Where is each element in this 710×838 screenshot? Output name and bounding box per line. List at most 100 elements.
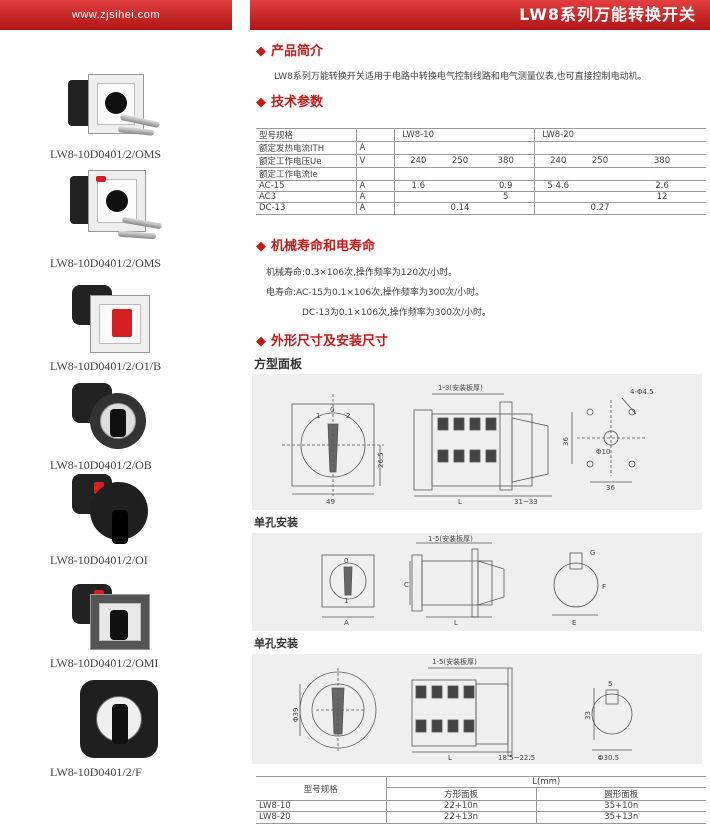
dimension-drawing-2: 0 1 A C 1-5(安装板厚) L G F E bbox=[321, 534, 606, 627]
tech-param-label: DC-13 bbox=[256, 202, 356, 215]
dial-label-1b: 1 bbox=[344, 597, 348, 605]
tech-cell bbox=[618, 167, 706, 181]
tech-cell bbox=[478, 128, 534, 142]
tech-cell bbox=[355, 167, 394, 181]
section-life-heading: ◆机械寿命和电寿命 bbox=[256, 239, 376, 254]
subheading-single-hole-2: 单孔安装 bbox=[254, 637, 298, 650]
tech-cell bbox=[582, 179, 618, 193]
tech-cell bbox=[393, 167, 442, 181]
tech-param-label: 额定发热电流ITH bbox=[256, 141, 356, 155]
product-image-2 bbox=[60, 170, 180, 250]
dim-d10: Φ10 bbox=[596, 448, 610, 456]
tech-cell bbox=[618, 128, 706, 142]
dial-label-1: 1 bbox=[316, 412, 320, 420]
product-image-1 bbox=[60, 72, 180, 152]
dim-5: 5 bbox=[608, 680, 612, 688]
dim-top-3: 1-5(安装板厚) bbox=[432, 657, 477, 666]
dim-G: G bbox=[590, 549, 595, 557]
tech-cell bbox=[442, 179, 478, 193]
tech-cell bbox=[582, 167, 618, 181]
drawing-square-panel: 1 0 2 26.5 49 1-3(安装板厚) L 31~33 4-Φ4.5 Φ… bbox=[252, 374, 702, 510]
diamond-icon: ◆ bbox=[256, 95, 266, 110]
tech-cell bbox=[582, 191, 618, 204]
dim-36-v: 36 bbox=[562, 437, 570, 446]
tech-cell: 5 4.6 bbox=[533, 179, 582, 193]
tech-cell: 380 bbox=[478, 154, 534, 168]
diamond-icon: ◆ bbox=[256, 44, 266, 59]
tech-cell bbox=[442, 167, 478, 181]
bt-cell: 35+13n bbox=[535, 811, 706, 824]
dim-L-3: L bbox=[448, 754, 452, 762]
tech-cell: LW8-10 bbox=[393, 128, 442, 142]
dim-L-2: L bbox=[454, 619, 458, 627]
tech-cell bbox=[355, 128, 394, 142]
tech-cell bbox=[478, 167, 534, 181]
dim-F: F bbox=[602, 583, 606, 591]
product-image-3 bbox=[60, 283, 180, 363]
product-label: LW8-10D0401/2/OI bbox=[50, 553, 148, 567]
dial-label-0b: 0 bbox=[344, 557, 348, 565]
tech-cell: 5 bbox=[478, 191, 534, 204]
dial-label-2: 2 bbox=[346, 412, 350, 420]
product-label: LW8-10D0401/2/OMS bbox=[50, 147, 162, 161]
dim-E: E bbox=[572, 619, 576, 627]
product-label: LW8-10D0401/2/O1/B bbox=[50, 359, 162, 373]
tech-cell bbox=[478, 202, 534, 215]
tech-cell bbox=[442, 128, 478, 142]
tech-param-label: AC-15 bbox=[256, 179, 356, 193]
tech-cell bbox=[533, 202, 582, 215]
intro-text: LW8系列万能转换开关适用于电路中转换电气控制线路和电气测量仪表,也可直接控制电… bbox=[274, 72, 647, 82]
dimension-drawing-1: 1 0 2 26.5 49 1-3(安装板厚) L 31~33 4-Φ4.5 Φ… bbox=[282, 383, 654, 506]
tech-cell bbox=[442, 191, 478, 204]
dim-top-2: 1-5(安装板厚) bbox=[428, 534, 473, 543]
site-url[interactable]: www.zjsihei.com bbox=[0, 0, 232, 30]
tech-cell: 0.9 bbox=[478, 179, 534, 193]
dim-L-1: L bbox=[458, 498, 462, 506]
tech-cell bbox=[442, 141, 478, 155]
tech-param-label: AC3 bbox=[256, 191, 356, 204]
bt-cell: LW8-20 bbox=[256, 811, 386, 824]
tech-cell: 1.6 bbox=[393, 179, 442, 193]
life-line-3: DC-13为0.1×106次,操作频率为300次/小时。 bbox=[302, 308, 492, 318]
tech-cell: 250 bbox=[582, 154, 618, 168]
tech-cell bbox=[393, 191, 442, 204]
tech-cell: 240 bbox=[533, 154, 582, 168]
bt-cell: 35+10n bbox=[535, 800, 706, 813]
dim-26-5: 26.5 bbox=[377, 452, 385, 468]
dimension-table: 型号规格 L(mm) 方形面板 圆形面板 LW8-10 22+10n 35+10… bbox=[256, 775, 706, 824]
drawing-single-hole-2: Φ39 1-5(安装板厚) L 18.5~22.5 5 33 Φ30.5 bbox=[252, 654, 702, 764]
life-line-1: 机械寿命:0.3×106次,操作频率为120次/小时。 bbox=[266, 268, 458, 278]
tech-cell: V bbox=[355, 154, 394, 168]
tech-cell bbox=[393, 141, 442, 155]
tech-cell bbox=[533, 191, 582, 204]
section-tech-heading: ◆技术参数 bbox=[256, 95, 324, 110]
tech-cell bbox=[533, 167, 582, 181]
tech-cell bbox=[582, 128, 618, 142]
dim-31-33: 31~33 bbox=[514, 498, 538, 506]
dim-36-h: 36 bbox=[606, 484, 615, 492]
product-image-6 bbox=[60, 580, 180, 660]
content-column: LW8系列万能转换开关 ◆产品简介 LW8系列万能转换开关适用于电路中转换电气控… bbox=[240, 0, 710, 838]
tech-param-label: 额定工作电压Ue bbox=[256, 154, 356, 168]
tech-cell: 0.14 bbox=[442, 202, 478, 215]
diamond-icon: ◆ bbox=[256, 239, 266, 254]
section-dims-heading: ◆外形尺寸及安装尺寸 bbox=[256, 334, 389, 349]
subheading-single-hole-1: 单孔安装 bbox=[254, 516, 298, 529]
product-label: LW8-10D0401/2/OMS bbox=[50, 256, 162, 270]
tech-cell bbox=[393, 202, 442, 215]
tech-cell: 250 bbox=[442, 154, 478, 168]
bt-col-round: 圆形面板 bbox=[535, 787, 706, 802]
dim-d39: Φ39 bbox=[292, 708, 300, 722]
tech-cell bbox=[478, 141, 534, 155]
tech-cell bbox=[582, 141, 618, 155]
bt-cell: 22+13n bbox=[385, 811, 536, 824]
dial-label-0: 0 bbox=[330, 406, 334, 414]
dim-top-1: 1-3(安装板厚) bbox=[438, 383, 483, 392]
tech-cell: A bbox=[355, 191, 394, 204]
